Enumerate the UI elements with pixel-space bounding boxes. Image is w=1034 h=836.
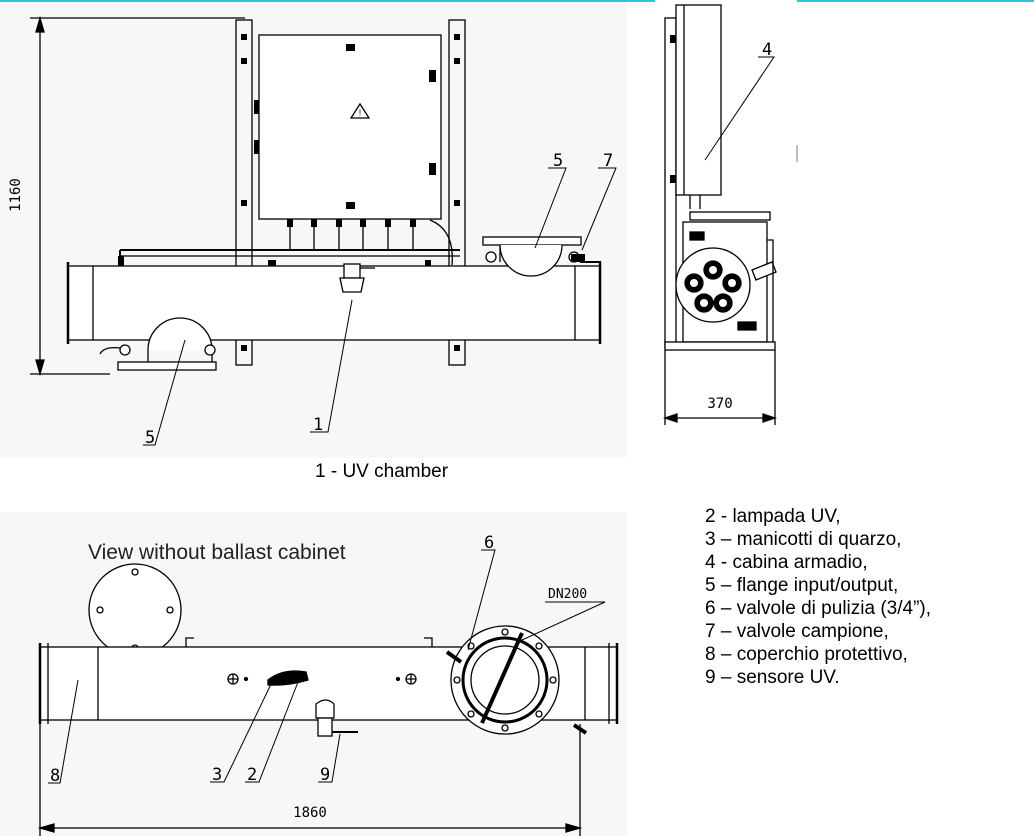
callout-5-left: 5	[145, 428, 155, 448]
top-view-title: View without ballast cabinet	[88, 541, 346, 564]
dimension-label-height: 1160	[8, 178, 24, 212]
front-view: 1160 !	[8, 15, 617, 448]
legend-item: 2 - lampada UV,	[705, 506, 841, 527]
callout-2: 2	[247, 765, 257, 785]
front-callouts	[143, 167, 617, 446]
ballast-cabinet: !	[254, 34, 453, 266]
callout-4: 4	[762, 40, 772, 60]
legend-item: 5 – flange input/output,	[705, 575, 899, 596]
dn200-label: DN200	[548, 587, 587, 602]
legend-item: 7 – valvole campione,	[705, 621, 889, 642]
height-dimension: 1160	[8, 15, 245, 377]
callout-1: 1	[313, 415, 323, 435]
width-dimension: 370	[662, 350, 778, 425]
legend-item: 4 - cabina armadio,	[705, 552, 868, 573]
mounting-frame	[235, 19, 466, 366]
svg-text:!: !	[359, 108, 362, 118]
legend-item: 8 – coperchio protettivo,	[705, 644, 908, 665]
callout-3: 3	[212, 765, 222, 785]
callout-9: 9	[320, 765, 330, 785]
flange-bottom-left	[99, 317, 217, 371]
callout-8: 8	[50, 766, 60, 786]
flange-top-view	[450, 625, 560, 735]
legend-item: 6 – valvole di pulizia (3/4”),	[705, 598, 931, 619]
callout-5-right: 5	[553, 151, 563, 171]
flange-top-right	[482, 236, 601, 277]
callout-6: 6	[484, 533, 494, 553]
parts-legend: 2 - lampada UV, 3 – manicotti di quarzo,…	[705, 505, 931, 689]
length-dimension: 1860	[37, 724, 583, 836]
top-accent-line-left	[0, 0, 655, 2]
dimension-label-width: 370	[707, 396, 732, 412]
legend-item: 3 – manicotti di quarzo,	[705, 529, 902, 550]
callout-7: 7	[603, 151, 613, 171]
caption-uv-chamber: 1 - UV chamber	[315, 461, 449, 482]
legend-item: 9 – sensore UV.	[705, 667, 840, 688]
uv-sensor-front	[339, 263, 375, 293]
dimension-label-length: 1860	[293, 805, 327, 821]
cabinet-side	[670, 4, 722, 209]
top-view: DN200 6 8 3 2 9 1860	[37, 533, 619, 836]
top-accent-line-right	[797, 0, 1034, 2]
chamber-cross-section	[675, 221, 777, 346]
side-view: 370 4	[662, 4, 798, 425]
